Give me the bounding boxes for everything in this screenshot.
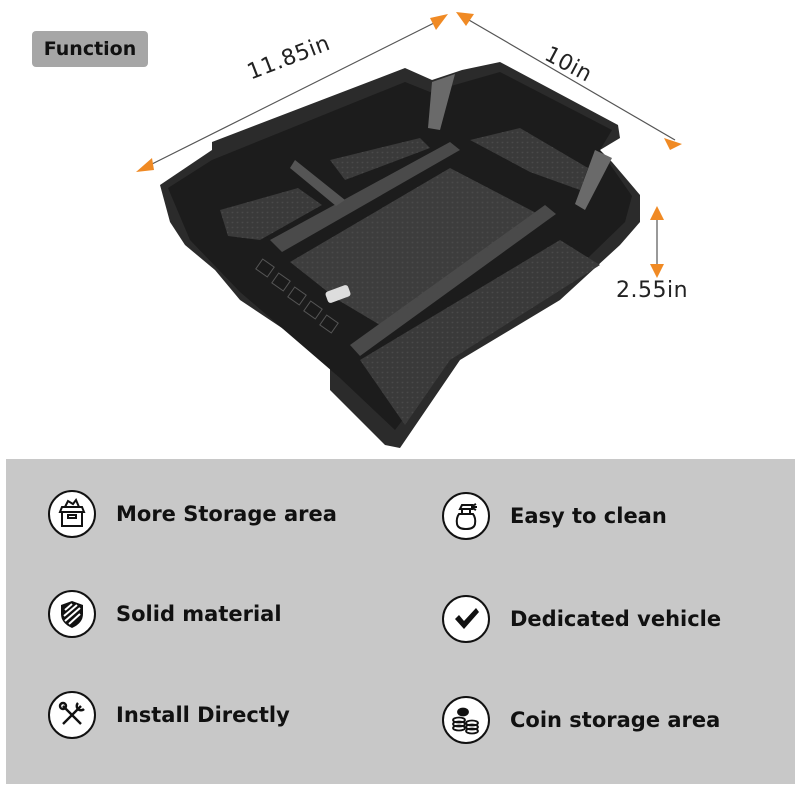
height-dimension: 2.55in [616, 278, 689, 303]
feature-label: Coin storage area [510, 708, 721, 732]
feature-label: Easy to clean [510, 504, 667, 528]
tools-icon [48, 691, 96, 739]
console-organizer-image [136, 12, 682, 448]
feature-coin-storage: Coin storage area [442, 696, 720, 744]
feature-dedicated-vehicle: Dedicated vehicle [442, 595, 721, 643]
feature-label: Solid material [116, 602, 282, 626]
feature-label: More Storage area [116, 502, 337, 526]
storage-box-icon [48, 490, 96, 538]
feature-label: Install Directly [116, 703, 290, 727]
feature-label: Dedicated vehicle [510, 607, 722, 631]
features-panel [6, 459, 795, 784]
shield-icon [48, 590, 96, 638]
feature-more-storage: More Storage area [48, 490, 337, 538]
feature-solid-material: Solid material [48, 590, 282, 638]
function-badge: Function [32, 31, 148, 67]
feature-install-directly: Install Directly [48, 691, 290, 739]
feature-easy-clean: Easy to clean [442, 492, 667, 540]
coin-stack-icon [442, 696, 490, 744]
checkmark-icon [442, 595, 490, 643]
spray-bottle-icon [442, 492, 490, 540]
